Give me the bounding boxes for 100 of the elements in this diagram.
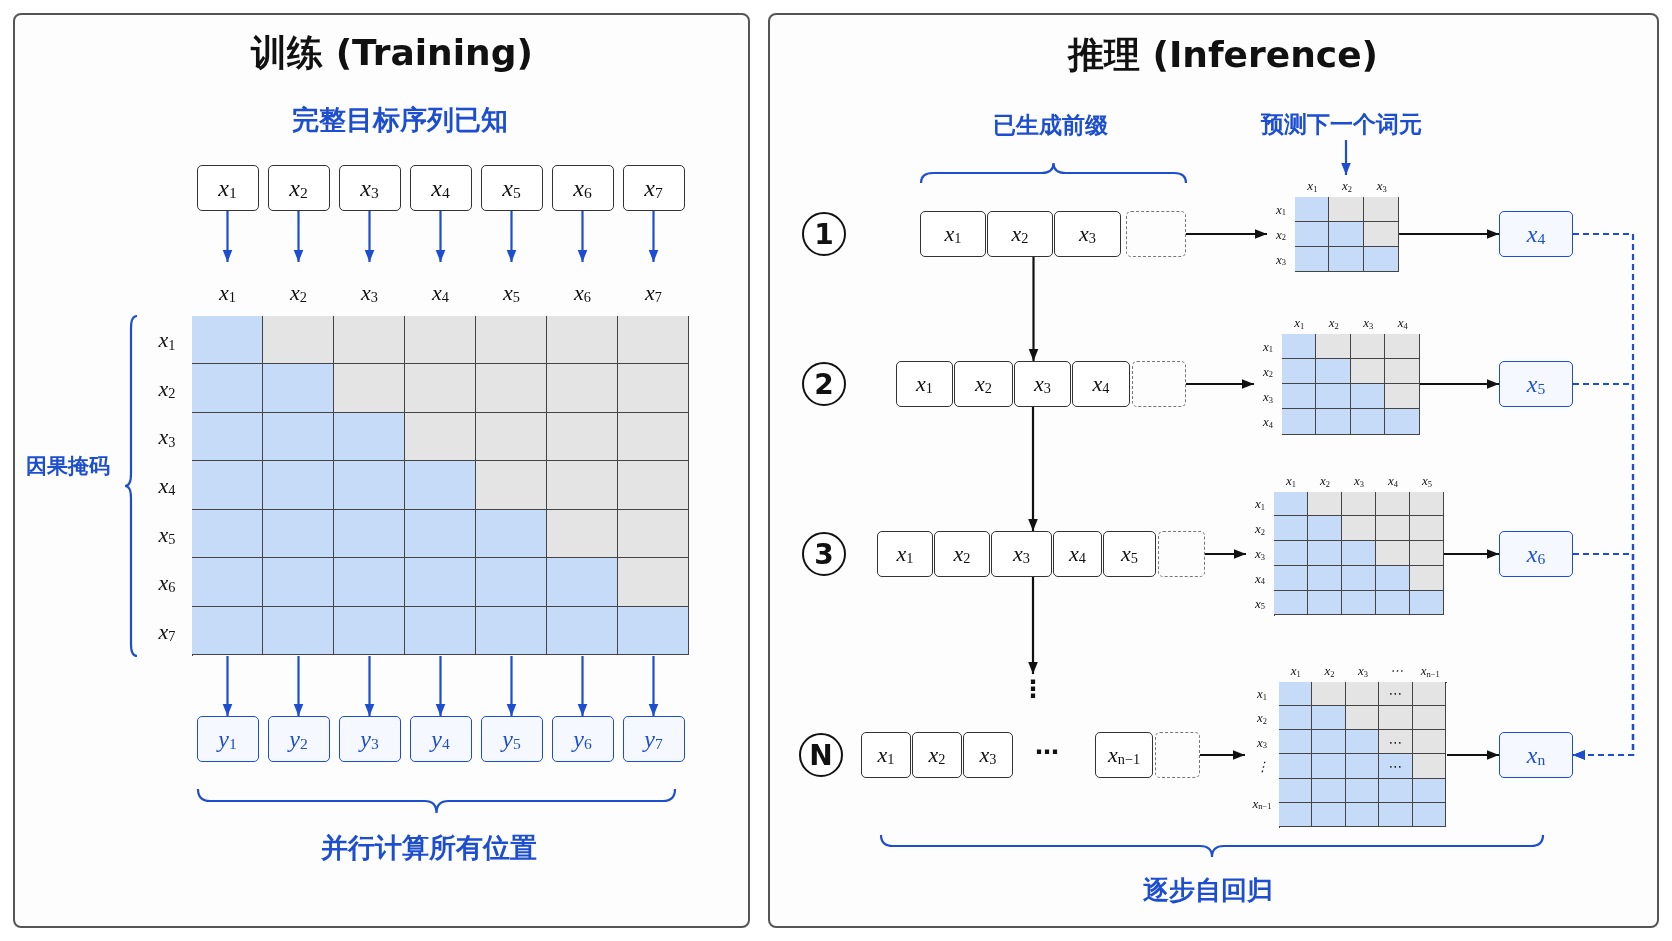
token-box: x$_{2}$ bbox=[267, 165, 330, 211]
matrix-header: x$_{1}$ bbox=[1257, 686, 1267, 703]
matrix-header: x$_{3}$ bbox=[1358, 663, 1368, 679]
arrow bbox=[577, 656, 588, 716]
arrow bbox=[577, 211, 588, 262]
arrow bbox=[435, 211, 446, 262]
arrow bbox=[293, 211, 304, 262]
brace-label: 并行计算所有位置 bbox=[321, 831, 537, 865]
step-number-circle: 1 bbox=[802, 212, 846, 256]
matrix-header: x$_{4}$ bbox=[1388, 473, 1398, 489]
matrix-header: x$_{2}$ bbox=[1263, 363, 1273, 380]
arrow bbox=[1444, 549, 1499, 559]
token-box: x$_{3}$ bbox=[991, 531, 1052, 577]
output-token-box: x$_{4}$ bbox=[1499, 211, 1573, 257]
panel bbox=[13, 13, 750, 928]
arrow bbox=[1028, 257, 1039, 361]
output-token-box: y$_{3}$ bbox=[338, 716, 401, 762]
matrix-header: x$_{1}$ bbox=[1255, 496, 1265, 513]
matrix-header: x$_{n−1}$ bbox=[1420, 663, 1440, 679]
arrow bbox=[506, 656, 517, 716]
token-box: x$_{2}$ bbox=[912, 732, 962, 778]
matrix-header: x$_{6}$ bbox=[574, 280, 591, 306]
output-token-box: x$_{6}$ bbox=[1499, 531, 1573, 577]
placeholder-box bbox=[1126, 211, 1186, 257]
matrix-header: x$_{4}$ bbox=[1255, 570, 1265, 587]
panel-title: 推理 (Inference) bbox=[1067, 32, 1379, 77]
matrix-header: x$_{4}$ bbox=[158, 473, 176, 499]
matrix-header: x$_{5}$ bbox=[503, 280, 520, 306]
vertical-ellipsis: ⋮ bbox=[1021, 674, 1045, 704]
ellipsis: ⋯ bbox=[1388, 758, 1403, 775]
token-box: x$_{2}$ bbox=[934, 531, 990, 577]
subtitle-text: 完整目标序列已知 bbox=[292, 103, 508, 137]
placeholder-box bbox=[1132, 361, 1186, 407]
output-token-box: x$_{5}$ bbox=[1499, 361, 1573, 407]
token-box: x$_{2}$ bbox=[954, 361, 1013, 407]
matrix-header: x$_{3}$ bbox=[158, 424, 176, 451]
brace-label: 已生成前缀 bbox=[992, 110, 1108, 140]
matrix-header: x$_{1}$ bbox=[1286, 473, 1296, 489]
matrix-header: x$_{5}$ bbox=[1422, 473, 1432, 489]
matrix-header: x$_{n−1}$ bbox=[1252, 795, 1272, 812]
matrix-header: ⋯ bbox=[1390, 663, 1404, 679]
panel bbox=[768, 13, 1659, 928]
matrix-header: x$_{3}$ bbox=[1257, 734, 1267, 751]
matrix-header: x$_{7}$ bbox=[645, 280, 662, 306]
token-box: x$_{1}$ bbox=[896, 361, 953, 407]
arrow bbox=[648, 211, 659, 262]
matrix-header: x$_{3}$ bbox=[1363, 315, 1374, 331]
arrow bbox=[1028, 577, 1038, 674]
arrow bbox=[435, 656, 446, 716]
matrix-header: x$_{2}$ bbox=[1257, 710, 1267, 727]
output-token-box: y$_{1}$ bbox=[196, 716, 259, 762]
token-box: x$_{6}$ bbox=[551, 165, 614, 211]
output-token-box: y$_{5}$ bbox=[480, 716, 543, 762]
token-box: x$_{3}$ bbox=[1054, 211, 1121, 257]
matrix-header: x$_{2}$ bbox=[1342, 178, 1353, 194]
matrix-header: x$_{5}$ bbox=[158, 521, 176, 548]
output-token-box: y$_{4}$ bbox=[409, 716, 472, 762]
annotation-text: 预测下一个词元 bbox=[1250, 108, 1432, 140]
matrix-header: x$_{4}$ bbox=[1397, 315, 1408, 331]
matrix-header: x$_{3}$ bbox=[1376, 178, 1387, 194]
matrix-header: x$_{7}$ bbox=[158, 618, 176, 645]
matrix-header: x$_{1}$ bbox=[1263, 338, 1273, 355]
arrow bbox=[364, 211, 375, 262]
step-number-circle: 3 bbox=[802, 532, 846, 576]
brace-label: 因果掩码 bbox=[26, 453, 110, 480]
token-box: x$_{7}$ bbox=[622, 165, 685, 211]
matrix-header: x$_{2}$ bbox=[1320, 473, 1330, 489]
matrix-header: x$_{3}$ bbox=[1255, 546, 1265, 562]
output-token-box: y$_{6}$ bbox=[551, 716, 614, 762]
ellipsis: ⋯ bbox=[1388, 685, 1403, 702]
arrow bbox=[364, 656, 375, 716]
matrix-header: x$_{2}$ bbox=[1255, 521, 1265, 538]
step-number-circle: N bbox=[799, 733, 843, 777]
arrow bbox=[1399, 229, 1499, 239]
ellipsis: ⋯ bbox=[1035, 738, 1059, 766]
arrow bbox=[222, 656, 233, 716]
arrow bbox=[1447, 750, 1499, 760]
arrow bbox=[648, 656, 659, 716]
token-box: x$_{4}$ bbox=[409, 165, 472, 211]
matrix-header: x$_{6}$ bbox=[158, 570, 176, 597]
matrix-header: x$_{3}$ bbox=[1263, 389, 1273, 406]
matrix-header: x$_{2}$ bbox=[1324, 663, 1335, 679]
step-number-circle: 2 bbox=[802, 362, 846, 406]
dashed-arrow bbox=[1573, 552, 1635, 760]
matrix-header: x$_{3}$ bbox=[361, 280, 378, 306]
matrix-header: x$_{5}$ bbox=[1255, 595, 1265, 612]
matrix-header: x$_{2}$ bbox=[290, 280, 307, 306]
matrix-header: x$_{1}$ bbox=[1294, 315, 1305, 331]
matrix-header: x$_{4}$ bbox=[432, 280, 449, 306]
token-box: x$_{n−1}$ bbox=[1095, 732, 1153, 778]
matrix-header: x$_{1}$ bbox=[1276, 201, 1286, 218]
token-box: x$_{2}$ bbox=[987, 211, 1053, 257]
matrix-header: x$_{1}$ bbox=[1307, 178, 1318, 194]
token-box: x$_{1}$ bbox=[920, 211, 986, 257]
placeholder-box bbox=[1158, 531, 1205, 577]
arrow bbox=[506, 211, 517, 262]
matrix-header: x$_{1}$ bbox=[1290, 663, 1301, 679]
arrow bbox=[1186, 229, 1267, 239]
arrow bbox=[1186, 379, 1254, 389]
matrix-header: x$_{1}$ bbox=[158, 327, 176, 354]
